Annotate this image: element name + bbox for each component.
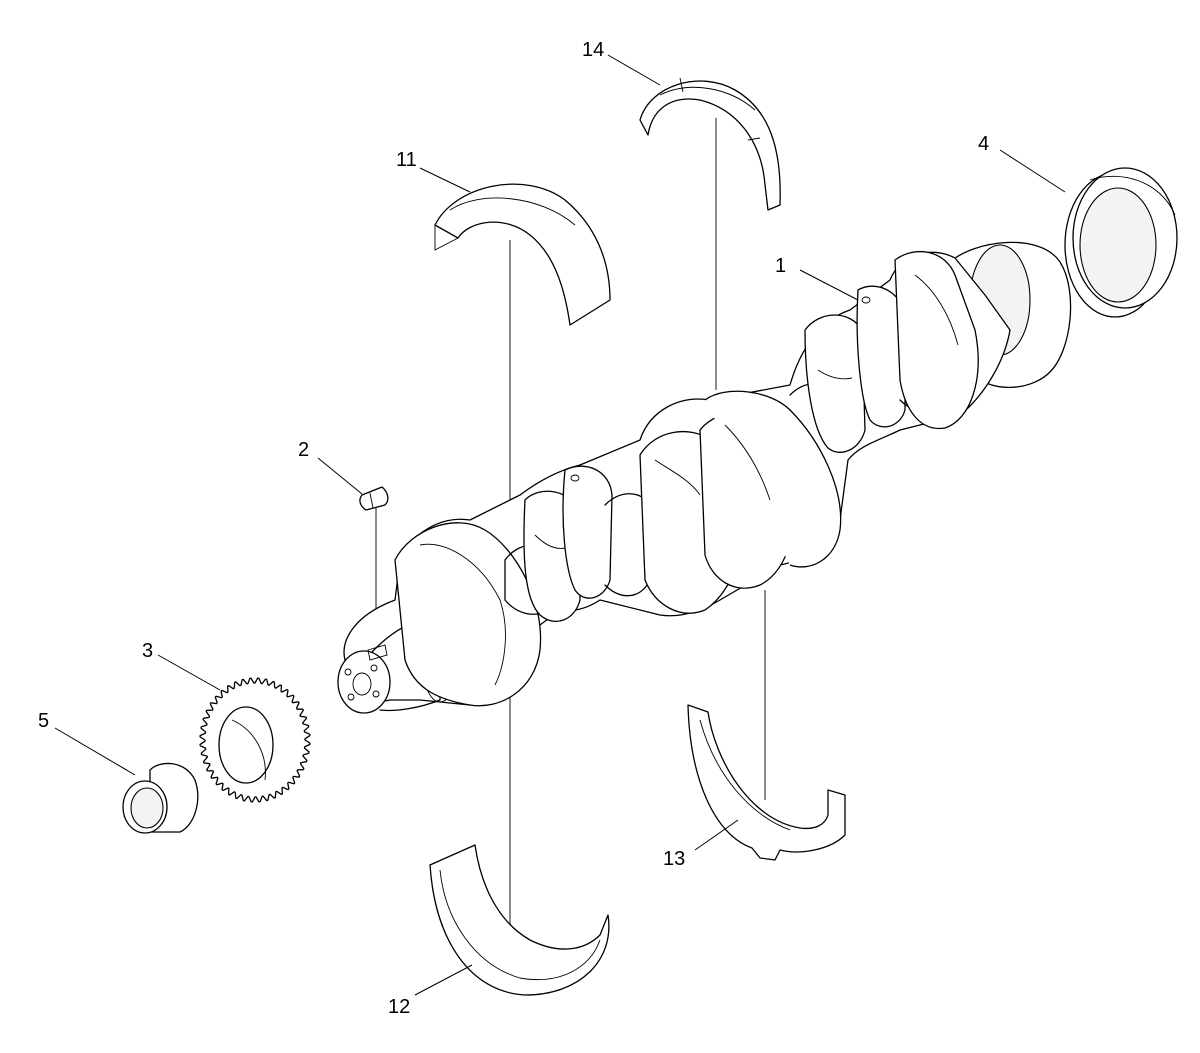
callout-2: 2 (298, 439, 309, 461)
callout-12: 12 (388, 996, 410, 1018)
callout-5: 5 (38, 710, 49, 732)
lower-thrust-washer (687, 704, 846, 861)
lower-main-bearing-shell (429, 844, 610, 996)
callout-labels: 1 2 3 4 5 11 12 13 14 (38, 39, 989, 1018)
callout-14: 14 (582, 39, 604, 61)
callout-4: 4 (978, 133, 989, 155)
callout-13: 13 (663, 848, 685, 870)
rear-seal-ring (1064, 167, 1178, 318)
callout-1: 1 (775, 255, 786, 277)
callout-3: 3 (142, 640, 153, 662)
upper-thrust-washer (639, 77, 781, 211)
leader-lines (54, 54, 1066, 996)
front-bushing (122, 762, 199, 834)
callout-11: 11 (396, 149, 417, 171)
crankshaft (337, 241, 1072, 714)
woodruff-key (359, 486, 389, 511)
upper-main-bearing-shell (434, 183, 611, 326)
crankshaft-gear (199, 677, 311, 803)
